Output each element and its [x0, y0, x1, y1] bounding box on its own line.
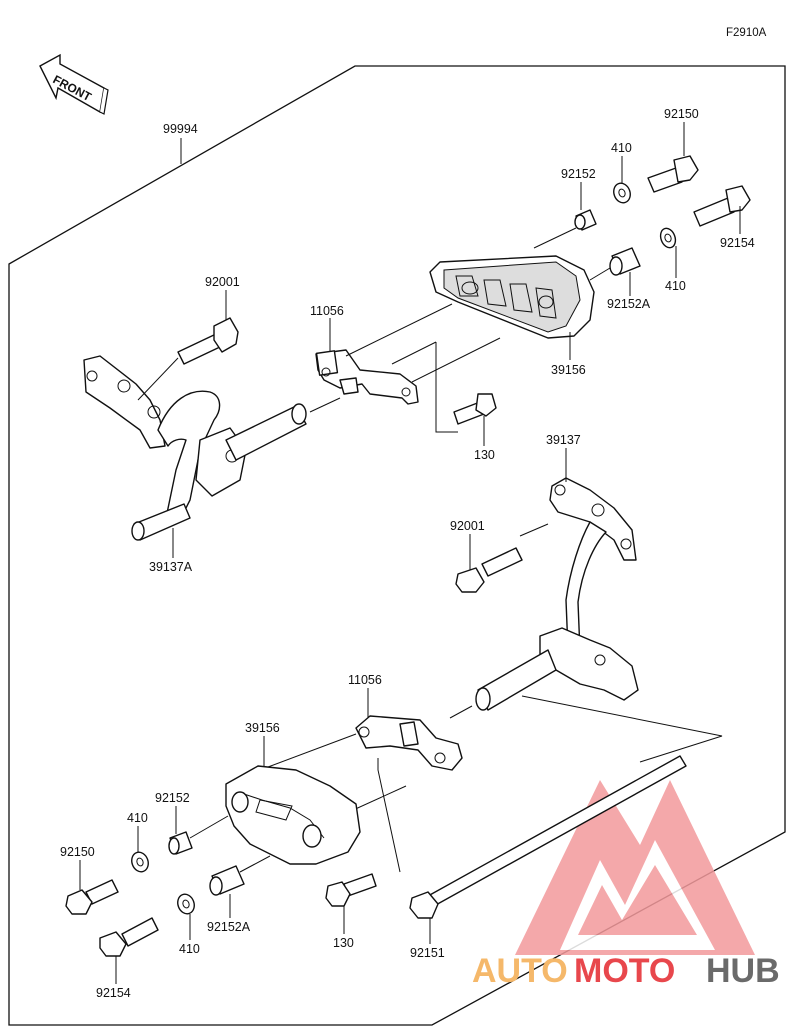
bracket-11056-top — [315, 349, 419, 405]
callout-92151: 92151 — [410, 946, 445, 960]
callout-92152A-top: 92152A — [607, 297, 651, 311]
callout-92154-top: 92154 — [720, 236, 755, 250]
bolt-92154-bottom — [99, 917, 159, 957]
step-bracket-39137A — [83, 355, 307, 541]
leader-lines — [79, 122, 741, 984]
step-bracket-39137 — [475, 477, 639, 711]
callout-99994: 99994 — [163, 122, 198, 136]
callout-92001-top: 92001 — [205, 275, 240, 289]
callout-92150-bottom: 92150 — [60, 845, 95, 859]
long-bolt-92151 — [409, 755, 687, 919]
washer-410-bottom-b — [177, 893, 195, 915]
bolt-130-bottom — [325, 873, 377, 907]
figure-code: F2910A — [726, 27, 767, 39]
callout-39156-top: 39156 — [551, 363, 586, 377]
kit-frame — [8, 65, 786, 1026]
callout-39137: 39137 — [546, 433, 581, 447]
bolt-92001-top — [177, 317, 239, 365]
front-arrow-icon: FRONT — [39, 53, 109, 115]
callout-92154-bottom: 92154 — [96, 986, 131, 1000]
bolt-92150-bottom — [65, 879, 119, 915]
bolt-130-top — [453, 393, 497, 425]
bolt-92154-top — [693, 185, 751, 227]
watermark-text-auto: AUTO — [472, 952, 568, 990]
watermark-text-hub: HUB — [706, 952, 780, 990]
bolt-92001-bottom — [455, 547, 523, 593]
slider-39156-bottom — [225, 765, 361, 865]
callout-92001-bottom: 92001 — [450, 519, 485, 533]
callout-11056-bottom: 11056 — [348, 673, 382, 687]
collar-92152-top — [574, 209, 597, 231]
washer-410-top-a — [613, 182, 631, 204]
collar-92152-bottom — [168, 831, 193, 855]
callout-130-top: 130 — [474, 448, 495, 462]
collar-92152A-bottom — [209, 865, 245, 896]
callout-92152-bottom: 92152 — [155, 791, 190, 805]
callout-410-top-a: 410 — [611, 141, 632, 155]
collar-92152A-top — [609, 247, 641, 276]
callout-39137A: 39137A — [149, 560, 193, 574]
callout-92150-top: 92150 — [664, 107, 699, 121]
callout-92152-top: 92152 — [561, 167, 596, 181]
washer-410-top-b — [659, 227, 677, 249]
callout-410-bottom-a: 410 — [127, 811, 148, 825]
callout-92152A-bottom: 92152A — [207, 920, 251, 934]
callout-130-bottom: 130 — [333, 936, 354, 950]
bolt-92150-top — [647, 155, 699, 193]
callout-39156-bottom: 39156 — [245, 721, 280, 735]
callout-410-bottom-b: 410 — [179, 942, 200, 956]
callout-labels: 99994 92150 410 92152 92154 410 92152A 3… — [60, 107, 755, 1000]
slider-39156-top — [429, 255, 595, 339]
watermark-text: AUTO MOTO HUB — [472, 952, 780, 990]
callout-410-top-b: 410 — [665, 279, 686, 293]
callout-11056-top: 11056 — [310, 304, 344, 318]
watermark-text-moto: MOTO — [574, 952, 675, 990]
washer-410-bottom-a — [131, 851, 149, 873]
watermark-logo — [515, 780, 755, 955]
bracket-11056-bottom — [355, 715, 463, 771]
